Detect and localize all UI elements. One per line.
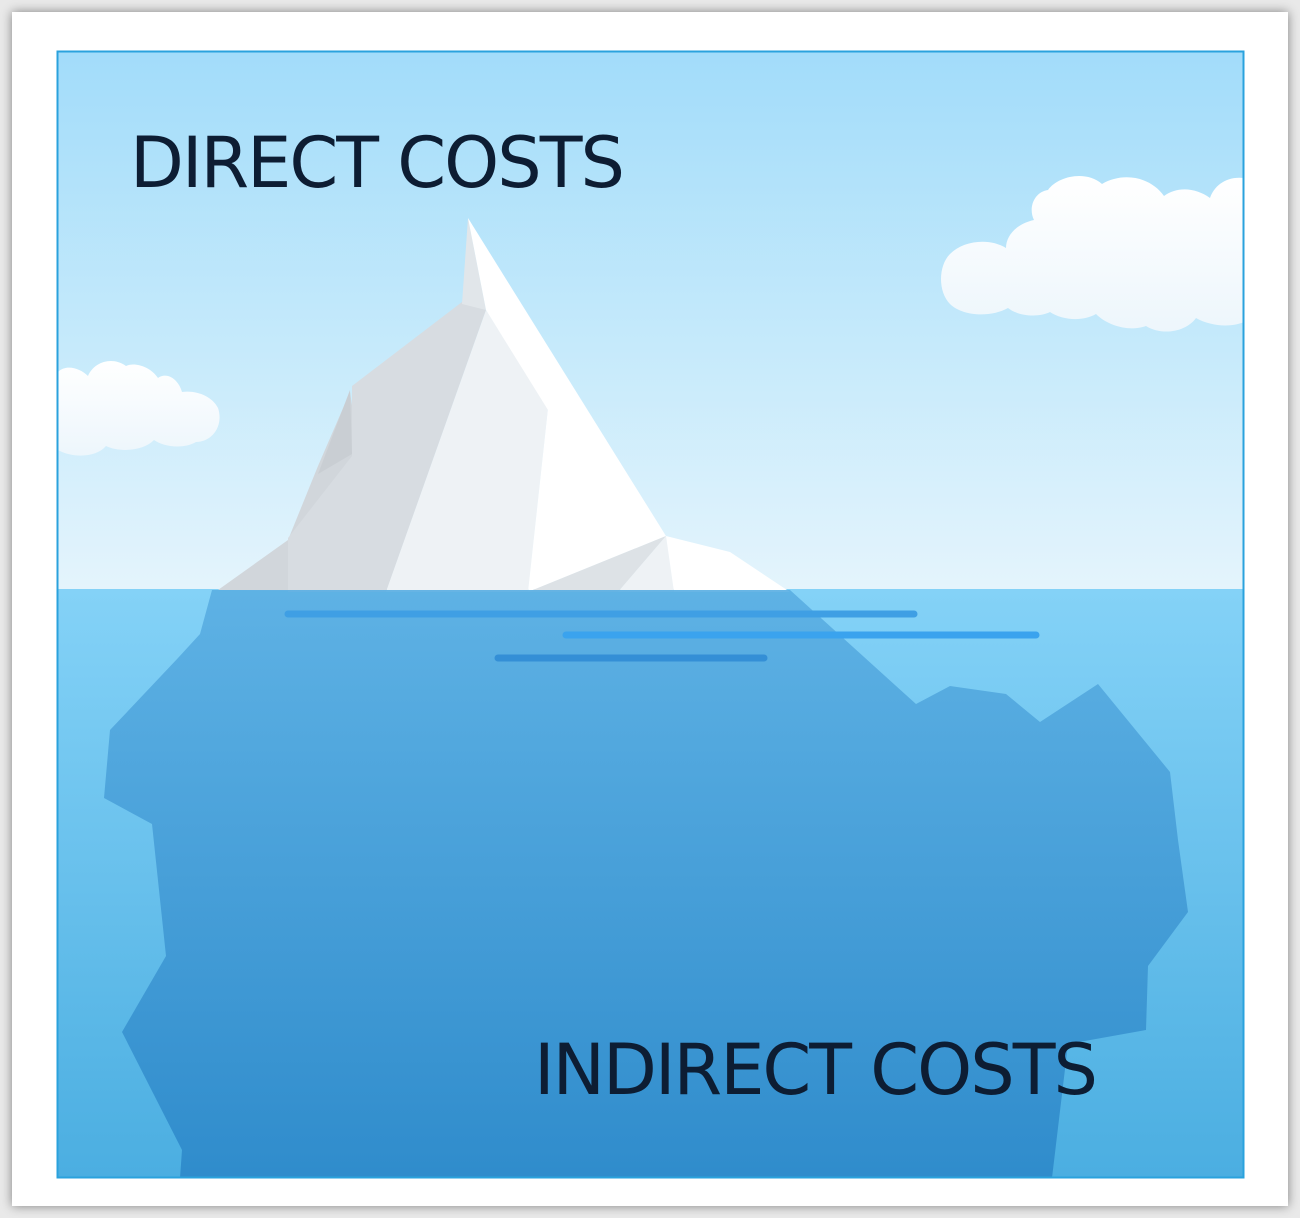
iceberg-submerged bbox=[104, 590, 1188, 1178]
sky bbox=[58, 52, 1244, 590]
cloud-right bbox=[941, 176, 1244, 332]
indirect-costs-label: INDIRECT COSTS bbox=[534, 1029, 1096, 1111]
water-surface-lines bbox=[284, 610, 1040, 662]
direct-costs-label: DIRECT COSTS bbox=[130, 122, 623, 204]
cloud-left bbox=[58, 361, 220, 456]
panel-border bbox=[56, 50, 1245, 1179]
iceberg-tip bbox=[218, 218, 790, 592]
